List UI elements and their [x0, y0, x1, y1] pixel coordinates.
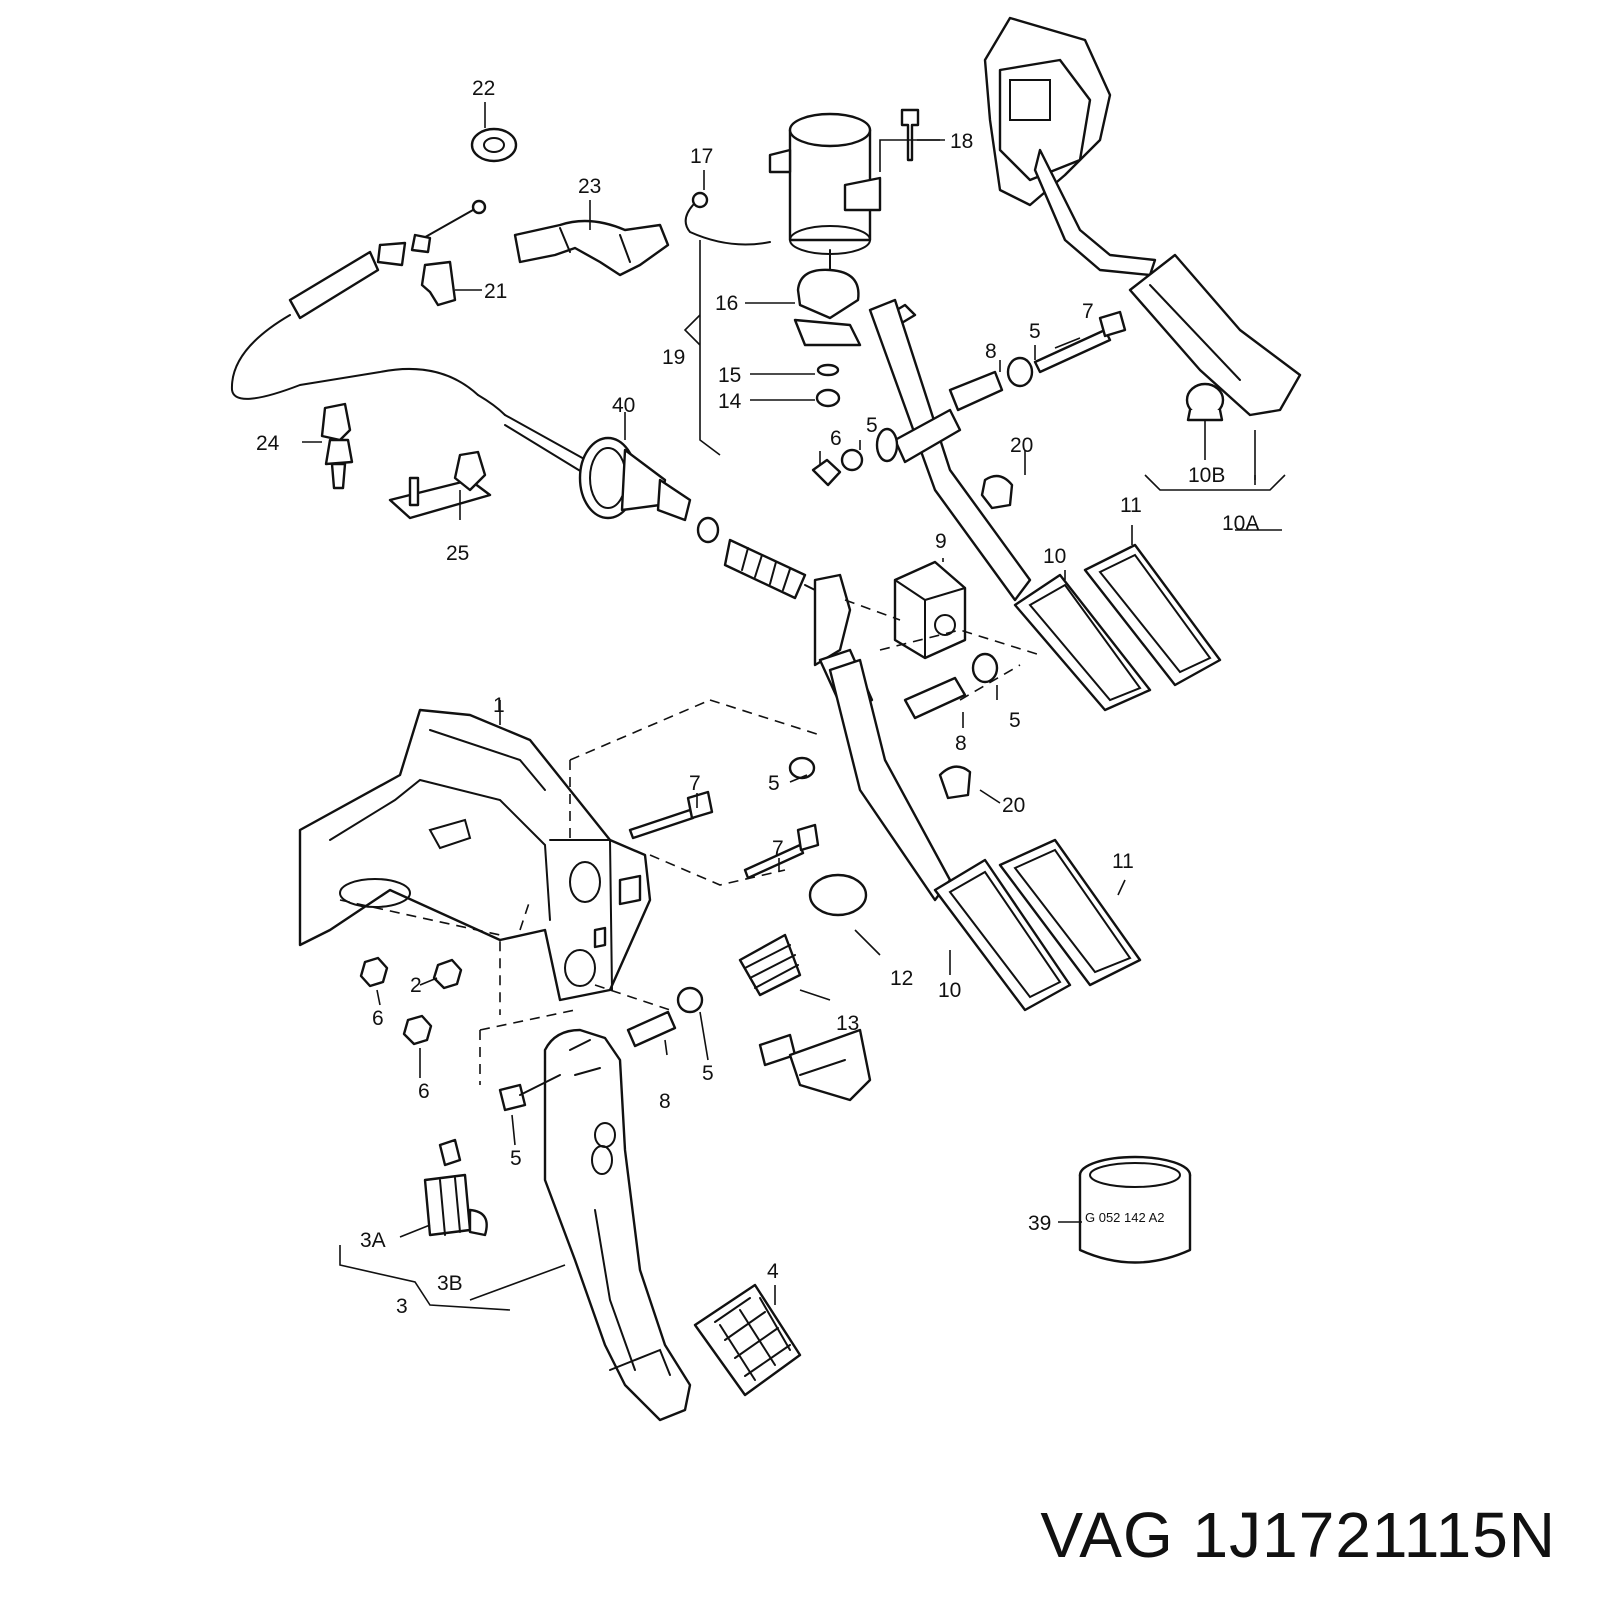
callout-18: 18 [950, 130, 973, 153]
callout-15: 15 [718, 364, 741, 387]
callout-7-b: 7 [689, 772, 701, 795]
pedal-bracket-1 [298, 708, 652, 1002]
callout-5-e: 5 [702, 1062, 714, 1085]
leader-lines [302, 102, 1286, 1311]
callout-10-a: 10 [1043, 545, 1066, 568]
callout-8-b: 8 [955, 732, 967, 755]
callout-39: 39 [1028, 1212, 1051, 1235]
callout-19: 19 [662, 346, 685, 369]
callout-12: 12 [890, 967, 913, 990]
callout-6-b: 6 [372, 1007, 384, 1030]
callout-16: 16 [715, 292, 738, 315]
callout-20-a: 20 [1010, 434, 1033, 457]
bracket-23 [513, 219, 670, 277]
callout-11-a: 11 [1120, 494, 1142, 517]
callout-labels: 1 2 3 3A 3B 4 5 5 5 5 5 5 6 6 6 7 7 7 8 … [256, 77, 1259, 1318]
callout-25: 25 [446, 542, 469, 565]
callout-10A: 10A [1222, 512, 1259, 535]
grommet-40 [578, 436, 836, 601]
accelerator-cable [230, 199, 596, 481]
ring-39: G 052 142 A2 [1078, 1155, 1192, 1264]
clutch-pivot-parts [626, 986, 872, 1102]
callout-5-a: 5 [1029, 320, 1041, 343]
callout-17: 17 [690, 145, 713, 168]
callout-14: 14 [718, 390, 742, 413]
clutch-pedal-3 [498, 1028, 692, 1422]
callout-4: 4 [767, 1260, 779, 1283]
callout-2: 2 [410, 974, 422, 997]
seal-ring-22 [470, 127, 518, 163]
clip-3a-3b [423, 1138, 488, 1237]
callout-5-f: 5 [510, 1147, 522, 1170]
accelerator-pedal-lower [738, 652, 1142, 1012]
callout-3: 3 [396, 1295, 408, 1318]
bolts-7 [628, 790, 820, 880]
callout-21: 21 [484, 280, 507, 303]
ring-stamp-text: G 052 142 A2 [1085, 1210, 1165, 1225]
callout-5-d: 5 [768, 772, 780, 795]
callout-6-c: 6 [418, 1080, 430, 1103]
accelerator-pedal-upper [811, 298, 1222, 712]
callout-24: 24 [256, 432, 280, 455]
nuts-6 [359, 956, 463, 1046]
callout-3b: 3B [437, 1272, 463, 1295]
callout-7-a: 7 [1082, 300, 1094, 323]
callout-6-a: 6 [830, 427, 842, 450]
callout-10B: 10B [1188, 464, 1225, 487]
callout-1: 1 [493, 694, 505, 717]
bracket-25 [388, 450, 492, 520]
fastener-24 [320, 402, 354, 490]
callout-7-c: 7 [772, 837, 784, 860]
part-number-caption: VAG 1J1721115N [1040, 1499, 1556, 1571]
callout-22: 22 [472, 77, 495, 100]
switch-9 [893, 560, 967, 660]
callout-3a: 3A [360, 1229, 386, 1252]
callout-9: 9 [935, 530, 947, 553]
callout-11-b: 11 [1112, 850, 1134, 873]
clutch-pedal-pad-4 [693, 1283, 802, 1397]
callout-23: 23 [578, 175, 601, 198]
accelerator-pedal-module [983, 16, 1302, 417]
clip-21 [420, 260, 457, 307]
callout-8-c: 8 [659, 1090, 671, 1113]
reference-lines [339, 599, 1041, 1085]
callout-5-b: 5 [866, 414, 878, 437]
callout-13: 13 [836, 1012, 859, 1035]
callout-5-c: 5 [1009, 709, 1021, 732]
callout-20-b: 20 [1002, 794, 1025, 817]
pedal-stop-10b [1185, 382, 1225, 422]
cable-hanger-assembly [684, 108, 920, 408]
callout-8-a: 8 [985, 340, 997, 363]
callout-40: 40 [612, 394, 635, 417]
callout-10-b: 10 [938, 979, 961, 1002]
